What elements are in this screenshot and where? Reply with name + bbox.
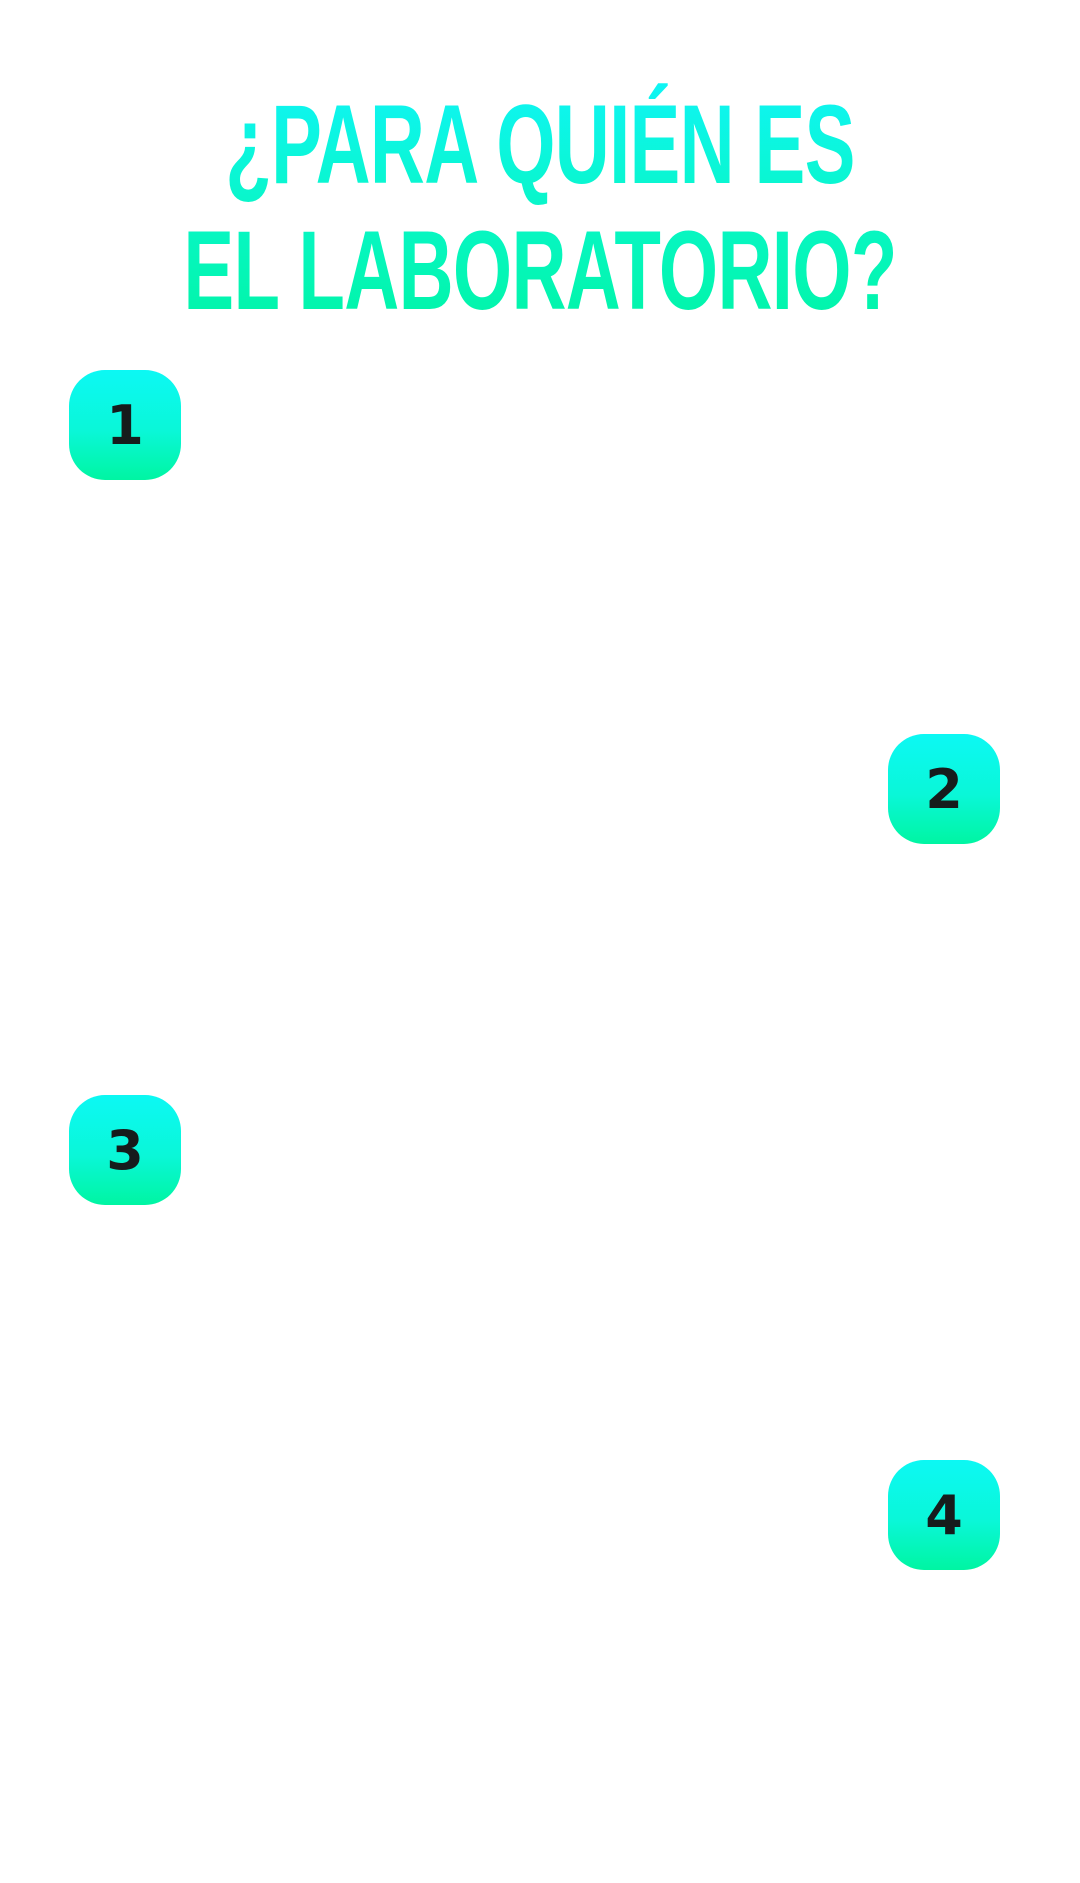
page-title-line-1: ¿PARA QUIÉN ES xyxy=(225,82,855,207)
step-badge-1: 1 xyxy=(69,370,181,480)
page-title: ¿PARA QUIÉN ES EL LABORATORIO? xyxy=(173,82,907,334)
step-badge-4: 4 xyxy=(888,1460,1000,1570)
step-badge-3: 3 xyxy=(69,1095,181,1205)
step-badge-2: 2 xyxy=(888,734,1000,844)
page-title-line-2: EL LABORATORIO? xyxy=(183,208,897,333)
